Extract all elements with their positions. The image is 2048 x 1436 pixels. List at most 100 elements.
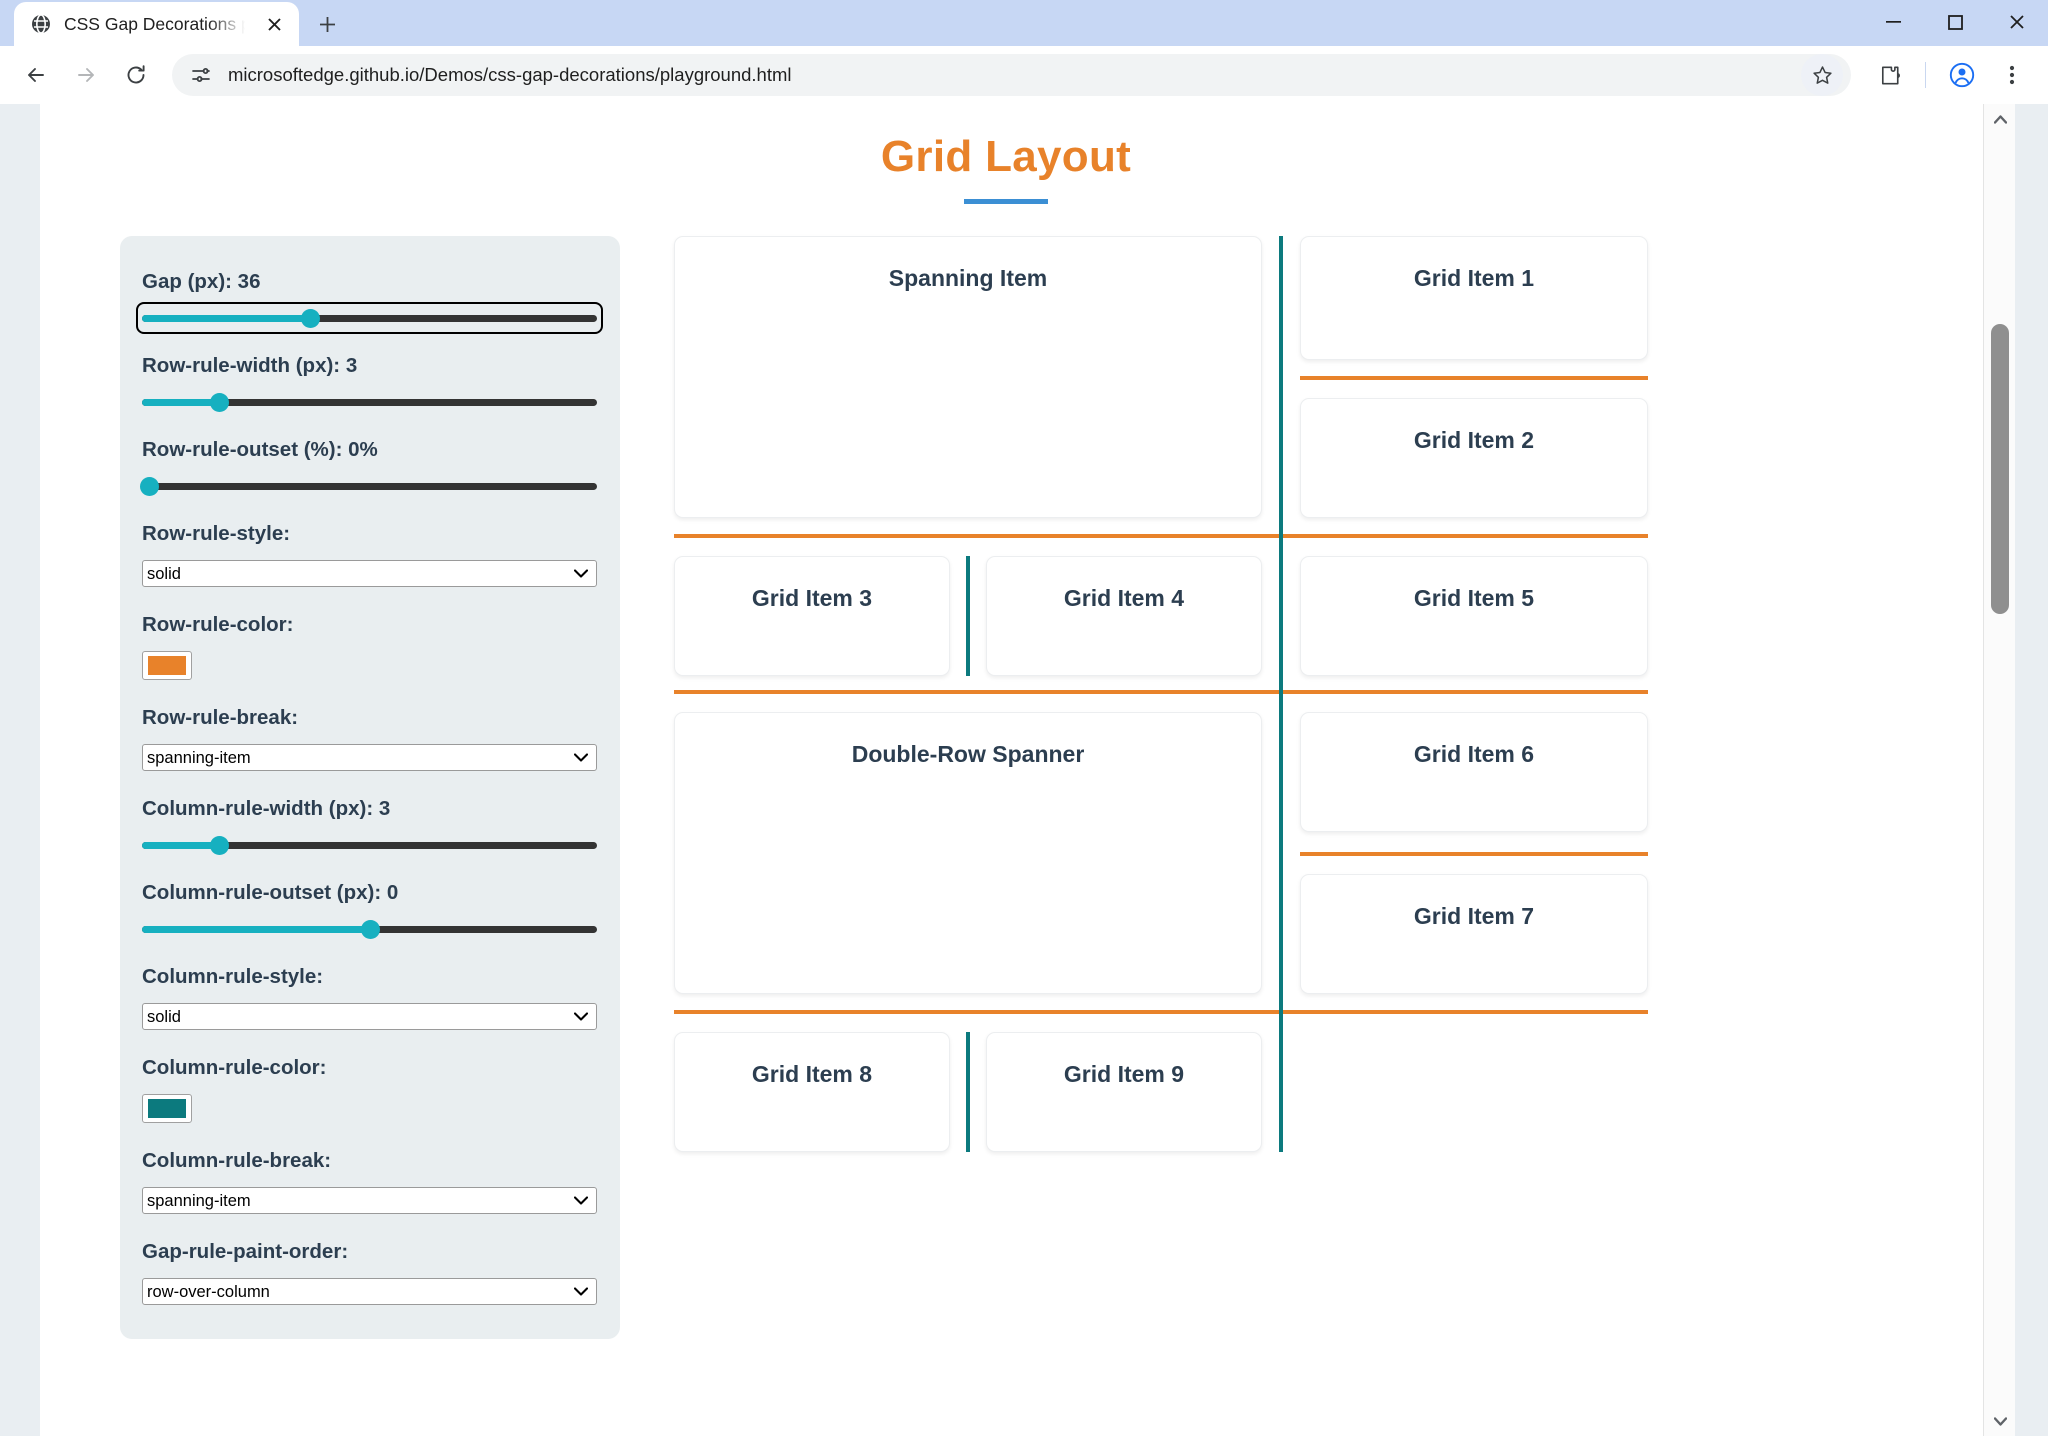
column-rule-r2	[966, 556, 970, 676]
tune-site-settings-icon[interactable]	[186, 60, 216, 90]
grid-item-1: Grid Item 1	[1300, 236, 1648, 360]
control-row-rule-color: Row-rule-color:	[142, 613, 600, 680]
slider-track	[142, 483, 597, 490]
browser-titlebar: CSS Gap Decorations playgroun	[0, 0, 2048, 46]
slider-track	[142, 399, 597, 406]
new-tab-button[interactable]	[305, 2, 349, 46]
grid-item-5: Grid Item 5	[1300, 556, 1648, 676]
row-rule-style-label: Row-rule-style:	[142, 522, 291, 545]
page-title: Grid Layout	[880, 132, 1132, 181]
grid-item-label: Grid Item 3	[751, 585, 873, 611]
grid-item-label: Grid Item 1	[1413, 265, 1535, 291]
tab-title: CSS Gap Decorations playgroun	[64, 13, 249, 34]
grid-item-label: Grid Item 2	[1413, 427, 1535, 453]
row-rule-2	[674, 690, 1648, 694]
forward-arrow-icon[interactable]	[64, 53, 108, 97]
row-rule-color-swatch[interactable]	[142, 651, 192, 680]
slider-thumb[interactable]	[210, 836, 230, 855]
reload-icon[interactable]	[114, 53, 158, 97]
column-rule-style-select-wrap: solid	[142, 1003, 597, 1030]
gap-rule-paint-order-select[interactable]: row-over-column	[142, 1278, 597, 1305]
slider-fill	[142, 926, 370, 933]
slider-fill	[142, 842, 220, 849]
window-controls	[1862, 0, 2048, 44]
minimize-icon[interactable]	[1862, 0, 1924, 44]
row-rule-style-select-wrap: solid	[142, 560, 597, 587]
gap-slider[interactable]	[136, 302, 603, 334]
row-rule-break-label: Row-rule-break:	[142, 706, 299, 729]
close-icon[interactable]	[1986, 0, 2048, 44]
grid-item-label: Grid Item 9	[1063, 1061, 1185, 1087]
row-rule-outset-label: Row-rule-outset (%): 0%	[142, 438, 378, 461]
grid-item-label: Grid Item 5	[1413, 585, 1535, 611]
column-rule-style-select[interactable]: solid	[142, 1003, 597, 1030]
grid-item-2: Grid Item 2	[1300, 398, 1648, 518]
slider-track	[142, 315, 597, 322]
double-row-spanner: Double-Row Spanner	[674, 712, 1262, 994]
grid-item-4: Grid Item 4	[986, 556, 1262, 676]
back-arrow-icon[interactable]	[14, 53, 58, 97]
grid-item-6: Grid Item 6	[1300, 712, 1648, 832]
column-rule-main	[1279, 236, 1283, 1152]
row-rule-style-select[interactable]: solid	[142, 560, 597, 587]
title-underline	[964, 199, 1048, 204]
slider-thumb[interactable]	[360, 920, 380, 939]
control-row-rule-width: Row-rule-width (px): 3	[142, 354, 600, 412]
column-rule-break-select[interactable]: spanning-item	[142, 1187, 597, 1214]
control-column-rule-style: Column-rule-style:solid	[142, 965, 600, 1030]
slider-fill	[142, 315, 311, 322]
page-scrollbar[interactable]	[1983, 104, 2015, 1436]
controls-panel: Gap (px): 36 Row-rule-width (px): 3 Row-ru…	[120, 236, 620, 1339]
globe-icon	[30, 13, 52, 35]
control-column-rule-width: Column-rule-width (px): 3	[142, 797, 600, 855]
row-rule-break-select[interactable]: spanning-item	[142, 744, 597, 771]
column-rule-color-label: Column-rule-color:	[142, 1056, 327, 1079]
row-rule-width-slider[interactable]	[142, 392, 597, 412]
control-gap-rule-paint-order: Gap-rule-paint-order: row-over-column	[142, 1240, 600, 1305]
column-rule-color-swatch[interactable]	[142, 1094, 192, 1123]
control-gap: Gap (px): 36	[136, 270, 603, 334]
row-rule-outset-slider[interactable]	[139, 476, 597, 496]
row-rule-width-label: Row-rule-width (px): 3	[142, 354, 358, 377]
address-bar[interactable]: microsoftedge.github.io/Demos/css-gap-de…	[172, 54, 1851, 96]
control-column-rule-color: Column-rule-color:	[142, 1056, 600, 1123]
browser-tab[interactable]: CSS Gap Decorations playgroun	[14, 2, 299, 46]
color-chip	[148, 1099, 186, 1118]
column-rule-break-select-wrap: spanning-item	[142, 1187, 597, 1214]
extensions-puzzle-icon[interactable]	[1867, 53, 1911, 97]
close-icon[interactable]	[261, 11, 287, 37]
slider-thumb[interactable]	[301, 309, 321, 328]
grid-item-7: Grid Item 7	[1300, 874, 1648, 994]
maximize-icon[interactable]	[1924, 0, 1986, 44]
grid-item-label: Spanning Item	[888, 265, 1048, 291]
control-column-rule-break: Column-rule-break: spanning-item	[142, 1149, 600, 1214]
spanning-item: Spanning Item	[674, 236, 1262, 518]
control-row-rule-break: Row-rule-break: spanning-item	[142, 706, 600, 771]
toolbar-divider	[1925, 62, 1926, 88]
row-rule-right-2	[1300, 852, 1648, 856]
grid-item-8: Grid Item 8	[674, 1032, 950, 1152]
scrollbar-thumb[interactable]	[1991, 324, 2009, 614]
three-dot-menu-icon[interactable]	[1990, 53, 2034, 97]
profile-avatar-icon[interactable]	[1940, 53, 1984, 97]
grid-item-label: Grid Item 8	[751, 1061, 873, 1087]
column-rule-break-label: Column-rule-break:	[142, 1149, 332, 1172]
column-rule-r4	[966, 1032, 970, 1152]
column-rule-width-label: Column-rule-width (px): 3	[142, 797, 391, 820]
color-chip	[148, 656, 186, 675]
slider-thumb[interactable]	[139, 477, 159, 496]
grid-item-9: Grid Item 9	[986, 1032, 1262, 1152]
scroll-down-arrow-icon[interactable]	[1984, 1406, 2015, 1436]
control-row-rule-outset: Row-rule-outset (%): 0%	[139, 438, 600, 496]
gap-rule-paint-order-label: Gap-rule-paint-order:	[142, 1240, 349, 1263]
control-column-rule-outset: Column-rule-outset (px): 0	[142, 881, 600, 939]
scroll-up-arrow-icon[interactable]	[1984, 104, 2015, 134]
grid-item-3: Grid Item 3	[674, 556, 950, 676]
grid-item-label: Grid Item 6	[1413, 741, 1535, 767]
slider-thumb[interactable]	[210, 393, 230, 412]
star-icon[interactable]	[1801, 54, 1843, 96]
column-rule-outset-slider[interactable]	[142, 919, 597, 939]
row-rule-color-label: Row-rule-color:	[142, 613, 294, 636]
column-rule-width-slider[interactable]	[142, 835, 597, 855]
